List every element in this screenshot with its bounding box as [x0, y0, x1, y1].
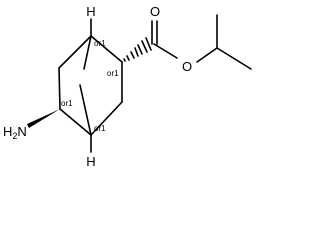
- ester-oxygen-label: O: [182, 59, 192, 74]
- hash-line: [137, 44, 143, 55]
- bond-bridge-lower-segment: [79, 84, 92, 136]
- hash-line: [141, 40, 148, 53]
- hash-line: [145, 37, 152, 51]
- bond-bridge-upper-segment: [83, 35, 92, 70]
- stereo-label-bridgehead-bottom: or1: [94, 124, 106, 133]
- bond-right-lower-to-bottom-bridgehead: [90, 101, 123, 136]
- stereo-label-amine-carbon: or1: [61, 99, 73, 108]
- stereo-label-carboxyl-carbon: or1: [107, 69, 119, 78]
- ester-bonds: [151, 14, 252, 70]
- bond-skeleton: [58, 18, 123, 153]
- wedge-bond-to-amine: [27, 109, 60, 128]
- bond-left-upper-to-amine-carbon: [58, 67, 61, 110]
- bond-ch-to-methyl-right: [216, 47, 252, 70]
- hash-line: [123, 58, 126, 62]
- amine-nitrogen: N: [17, 124, 26, 139]
- bond-carbonyl-to-ester-oxygen: [153, 43, 178, 59]
- bond-ester-oxygen-to-ch: [196, 47, 218, 63]
- hash-line: [134, 47, 139, 57]
- hash-line: [126, 55, 130, 61]
- bond-amine-carbon-to-bottom-bridgehead: [59, 108, 92, 136]
- hash-line: [130, 51, 135, 59]
- bond-top-bridgehead-to-carboxyl-carbon: [90, 35, 123, 63]
- chemical-structure-diagram: H H O O H2N or1 or1 or1 or1: [3, 4, 252, 169]
- amine-subscript: 2: [12, 131, 17, 141]
- hashed-wedge-bond: [123, 37, 152, 62]
- amine-group-label: H2N: [3, 124, 27, 141]
- stereo-label-bridgehead-top: or1: [94, 39, 106, 48]
- bridgehead-top-hydrogen: H: [86, 4, 95, 19]
- bridgehead-bottom-hydrogen: H: [86, 154, 95, 169]
- amine-hydrogen: H: [3, 124, 12, 139]
- bond-top-bridgehead-to-left-upper: [58, 35, 92, 69]
- carbonyl-oxygen-label: O: [150, 4, 160, 19]
